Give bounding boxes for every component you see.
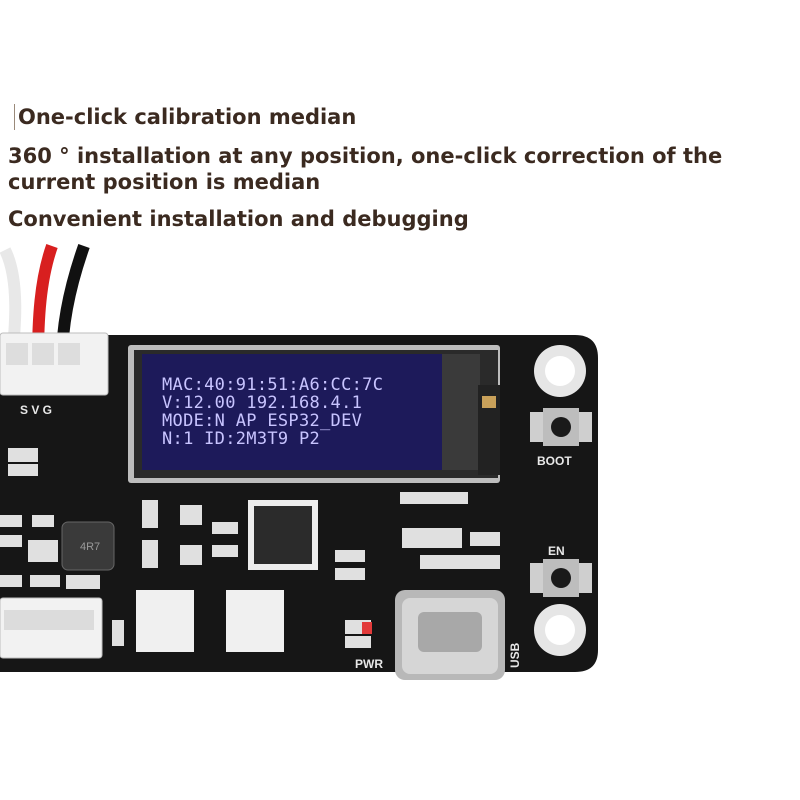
oled-row-mode: MODE:N AP ESP32_DEV bbox=[162, 411, 362, 431]
pwr-label: PWR bbox=[355, 657, 383, 671]
smd-components bbox=[0, 448, 500, 648]
oled-row-mac: MAC:40:91:51:A6:CC:7C bbox=[162, 375, 383, 395]
en-button[interactable] bbox=[530, 559, 592, 597]
boot-label: BOOT bbox=[537, 454, 572, 468]
servo-connector bbox=[0, 332, 109, 396]
caption-line-calibration: One-click calibration median bbox=[14, 104, 356, 130]
en-label: EN bbox=[548, 544, 565, 558]
pwr-led bbox=[362, 622, 372, 634]
white-pad-right bbox=[226, 590, 284, 652]
caption-line-installation: 360 ° installation at any position, one-… bbox=[8, 144, 723, 168]
mounting-hole-bottom bbox=[534, 604, 586, 656]
oled-row-voltage-ip: V:12.00 192.168.4.1 bbox=[162, 393, 362, 413]
inductor-label: 4R7 bbox=[80, 541, 100, 553]
oled-row-id: N:1 ID:2M3T9 P2 bbox=[162, 429, 320, 449]
mounting-hole-top bbox=[534, 345, 586, 397]
mcu-chip bbox=[248, 500, 318, 570]
oled-module bbox=[128, 345, 500, 483]
usb-c-port[interactable] bbox=[395, 590, 505, 680]
inductor bbox=[61, 521, 115, 571]
bottom-connector bbox=[0, 597, 103, 659]
connector-label: S V G bbox=[20, 403, 52, 417]
usb-label: USB bbox=[508, 642, 522, 668]
caption-line-installation-cont: current position is median bbox=[8, 170, 321, 194]
white-pad-left bbox=[136, 590, 194, 652]
caption-line-debugging: Convenient installation and debugging bbox=[8, 207, 469, 231]
boot-button[interactable] bbox=[530, 408, 592, 446]
